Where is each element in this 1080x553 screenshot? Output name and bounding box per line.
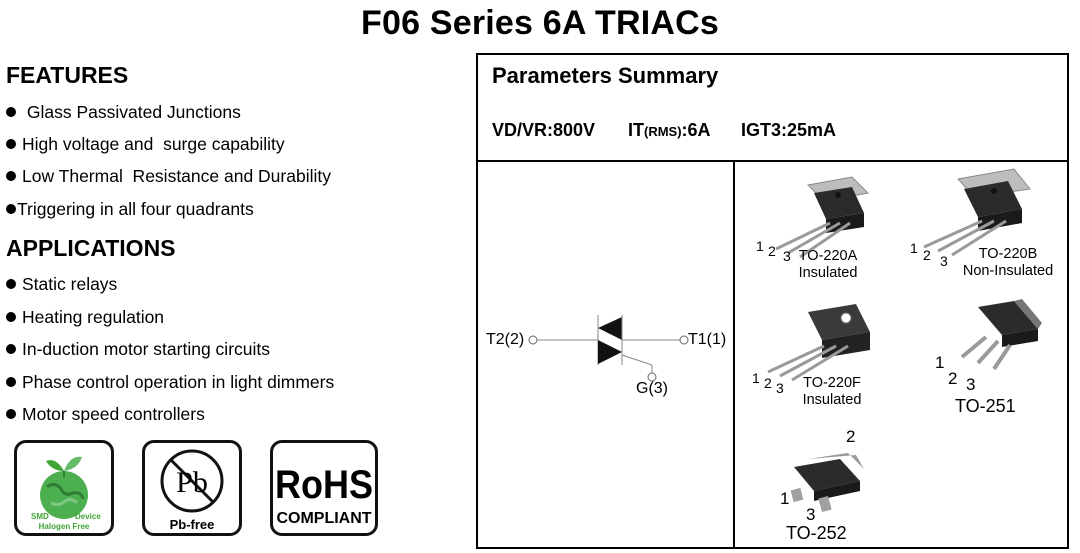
device-text: Device bbox=[75, 512, 101, 521]
divider bbox=[478, 160, 1067, 162]
bullet-icon bbox=[6, 107, 16, 118]
pb-free-icon: Pb Pb-free bbox=[160, 449, 224, 532]
application-item: In-duction motor starting circuits bbox=[6, 339, 270, 360]
pin-label: 1 bbox=[780, 489, 790, 508]
package-label: TO-251 bbox=[955, 396, 1016, 416]
page-title: F06 Series 6A TRIACs bbox=[361, 4, 719, 42]
param-it: IT(RMS):6A bbox=[628, 120, 711, 140]
pin-label: 3 bbox=[940, 253, 948, 269]
pin-label: 3 bbox=[966, 375, 976, 394]
terminal-t2-label: T2(2) bbox=[486, 331, 525, 348]
pin-label: 2 bbox=[764, 375, 772, 391]
bullet-icon bbox=[6, 171, 16, 182]
terminal-t1-label: T1(1) bbox=[688, 331, 727, 348]
to252-package-icon bbox=[790, 453, 864, 513]
feature-item: Glass Passivated Junctions bbox=[6, 102, 241, 123]
application-item: Heating regulation bbox=[6, 307, 164, 328]
parameters-heading: Parameters Summary bbox=[492, 63, 719, 88]
pin-label: 3 bbox=[806, 505, 816, 524]
applications-heading: APPLICATIONS bbox=[6, 235, 176, 261]
pin-label: 1 bbox=[752, 370, 760, 386]
bullet-icon bbox=[6, 204, 16, 215]
feature-item: Triggering in all four quadrants bbox=[6, 199, 254, 220]
terminal-gate-label: G(3) bbox=[636, 380, 668, 397]
bullet-icon bbox=[6, 409, 16, 420]
pin-label: 1 bbox=[756, 238, 764, 254]
to220b-package-icon bbox=[923, 168, 1031, 257]
rohs-logo: RoHS COMPLIANT bbox=[270, 440, 378, 536]
feature-item: Low Thermal Resistance and Durability bbox=[6, 166, 331, 187]
pb-free-logo: Pb Pb-free bbox=[142, 440, 242, 536]
smd-text: SMD bbox=[31, 512, 49, 521]
pin-label: 2 bbox=[923, 247, 931, 263]
pin-label: 1 bbox=[935, 353, 945, 372]
feature-item: High voltage and surge capability bbox=[6, 134, 285, 155]
package-label: TO-252 bbox=[786, 523, 847, 543]
pin-label: 2 bbox=[846, 427, 856, 446]
bullet-icon bbox=[6, 312, 16, 323]
pb-free-text: Pb-free bbox=[170, 517, 215, 532]
application-item: Motor speed controllers bbox=[6, 404, 205, 425]
bullet-icon bbox=[6, 279, 16, 290]
pin-label: 3 bbox=[783, 248, 791, 264]
param-vdrm: VD/VR:800V bbox=[492, 120, 596, 140]
halogen-free-logo: SMD Device Halogen Free bbox=[14, 440, 114, 536]
pin-label: 1 bbox=[910, 240, 918, 256]
features-heading: FEATURES bbox=[6, 62, 129, 88]
rohs-icon: RoHS COMPLIANT bbox=[275, 463, 373, 527]
bullet-icon bbox=[6, 344, 16, 355]
rohs-text: RoHS bbox=[275, 463, 373, 507]
triac-symbol-icon bbox=[528, 315, 689, 382]
application-item: Phase control operation in light dimmers bbox=[6, 372, 334, 393]
parameters-panel: Parameters Summary VD/VR:800V IT(RMS):6A… bbox=[476, 53, 1069, 549]
param-igt: IGT3:25mA bbox=[741, 120, 837, 140]
application-item: Static relays bbox=[6, 274, 117, 295]
pin-label: 2 bbox=[948, 369, 958, 388]
pin-label: 3 bbox=[776, 380, 784, 396]
to251-package-icon bbox=[960, 299, 1042, 371]
bullet-icon bbox=[6, 139, 16, 150]
pb-symbol: Pb bbox=[176, 466, 208, 499]
pin-label: 2 bbox=[768, 243, 776, 259]
to220a-package-icon bbox=[775, 176, 870, 259]
divider bbox=[733, 162, 735, 549]
bullet-icon bbox=[6, 377, 16, 388]
globe-leaf-icon: SMD Device Halogen Free bbox=[31, 456, 101, 531]
halogen-free-text: Halogen Free bbox=[39, 522, 90, 531]
compliant-text: COMPLIANT bbox=[276, 510, 371, 527]
to220f-package-icon bbox=[767, 304, 870, 382]
